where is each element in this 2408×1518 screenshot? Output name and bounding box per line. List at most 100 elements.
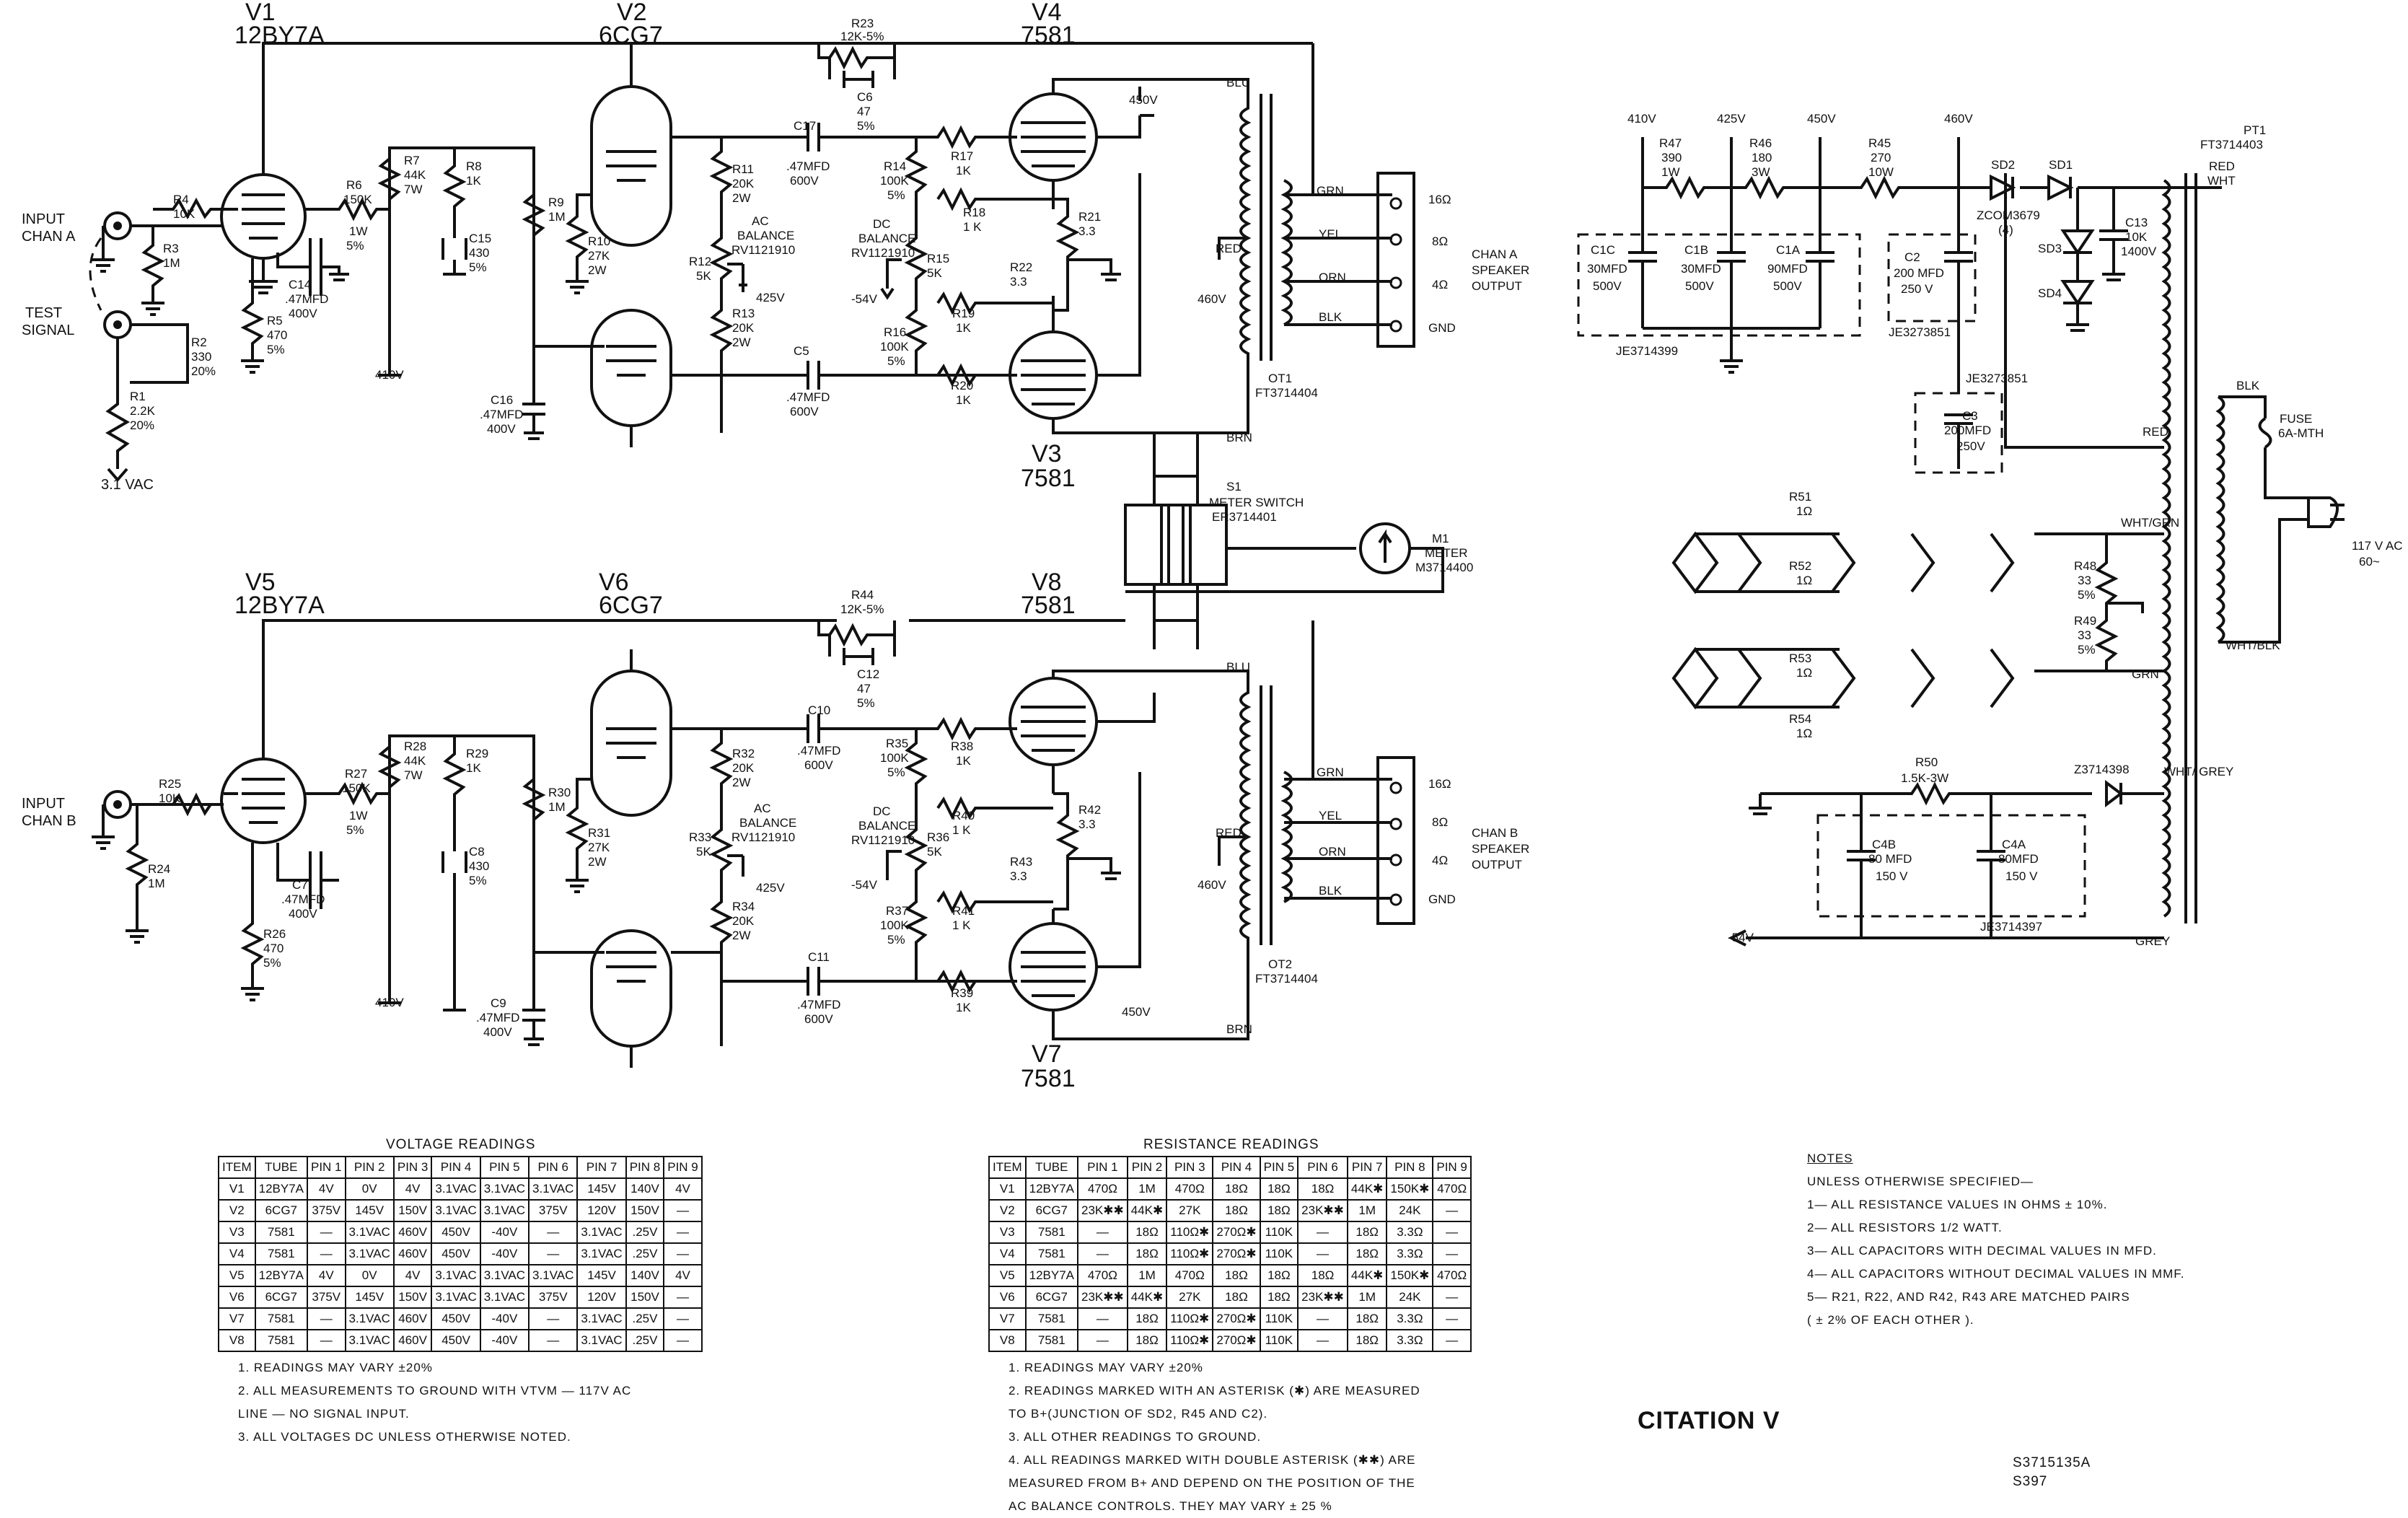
ot2-part: FT3714404 bbox=[1255, 972, 1318, 986]
spk-a-16: 16Ω bbox=[1428, 193, 1451, 206]
wire-yel-b: YEL bbox=[1319, 809, 1342, 822]
fuse-rating: 6A-MTH bbox=[2278, 426, 2324, 440]
r7-ref: R7 bbox=[404, 154, 420, 167]
tube-v4-type: 7581 bbox=[1021, 22, 1076, 49]
spk-b-16: 16Ω bbox=[1428, 777, 1451, 791]
volt-425-a: 425V bbox=[756, 291, 785, 304]
r1-tol: 20% bbox=[130, 418, 154, 432]
c10-volt: 600V bbox=[804, 758, 833, 772]
r37-ref: R37 bbox=[886, 904, 908, 918]
r4-value: 10K bbox=[173, 207, 195, 221]
voltage-table-header-cell: PIN 5 bbox=[479, 1156, 530, 1179]
r31-value: 27K bbox=[588, 841, 610, 854]
r23-ref: R23 bbox=[851, 17, 874, 30]
resistance-table-cell: — bbox=[1432, 1329, 1472, 1352]
r11-watt: 2W bbox=[732, 191, 751, 205]
doc-number-1: S3715135A bbox=[2013, 1455, 2091, 1470]
resistance-table-cell: — bbox=[1077, 1221, 1128, 1244]
r10-watt: 2W bbox=[588, 263, 607, 277]
r43-ref: R43 bbox=[1010, 855, 1032, 869]
resistance-table-cell: V2 bbox=[988, 1199, 1027, 1222]
ac-bal-b-3: RV1121910 bbox=[731, 830, 795, 844]
dc-bal-b-3: RV1121910 bbox=[851, 833, 915, 847]
r23-value: 12K-5% bbox=[840, 30, 884, 43]
resistance-table-cell: 1M bbox=[1126, 1177, 1168, 1201]
resistance-table-cell: 18Ω bbox=[1346, 1329, 1388, 1352]
spk-b-8: 8Ω bbox=[1432, 815, 1448, 829]
resistance-table-cell: 7581 bbox=[1024, 1242, 1079, 1265]
voltage-table-cell: — bbox=[663, 1221, 703, 1244]
c14-value: .47MFD bbox=[285, 292, 328, 306]
volt-neg54-ps: -54V bbox=[1728, 931, 1754, 944]
r14-ref: R14 bbox=[884, 159, 906, 173]
ac-bal-a-3: RV1121910 bbox=[731, 243, 795, 257]
voltage-table-cell: — bbox=[307, 1242, 346, 1265]
r19-value: 1K bbox=[956, 321, 971, 335]
spk-b-gnd: GND bbox=[1428, 892, 1456, 906]
voltage-table-cell: 4V bbox=[392, 1177, 433, 1201]
r51-value: 1Ω bbox=[1796, 504, 1812, 518]
resistance-table-cell: 7581 bbox=[1024, 1221, 1079, 1244]
r28-watt: 7W bbox=[404, 768, 423, 782]
voltage-table-cell: — bbox=[528, 1329, 579, 1352]
c14-volt: 400V bbox=[289, 307, 317, 320]
note-line: LINE — NO SIGNAL INPUT. bbox=[238, 1407, 410, 1421]
resistance-table-cell: 110Ω✱ bbox=[1166, 1221, 1214, 1244]
r43-value: 3.3 bbox=[1010, 869, 1027, 883]
c16-ref: C16 bbox=[491, 393, 513, 407]
c5-volt: 600V bbox=[790, 405, 819, 418]
mains-label: 117 V AC bbox=[2352, 539, 2403, 553]
z3714398-label: Z3714398 bbox=[2074, 763, 2130, 776]
voltage-table-cell: 450V bbox=[431, 1329, 481, 1352]
wire-blk-pt: BLK bbox=[2236, 379, 2260, 392]
voltage-table-cell: 145V bbox=[576, 1264, 627, 1287]
resistance-table-cell: 18Ω bbox=[1259, 1177, 1299, 1201]
voltage-table-header-cell: ITEM bbox=[218, 1156, 256, 1179]
tube-v7-type: 7581 bbox=[1021, 1065, 1076, 1092]
resistance-table-cell: — bbox=[1432, 1199, 1472, 1222]
sd2-label: SD2 bbox=[1991, 158, 2015, 172]
resistance-table-cell: V6 bbox=[988, 1286, 1027, 1309]
voltage-table-cell: 4V bbox=[307, 1177, 346, 1201]
notes-heading: NOTES bbox=[1807, 1151, 1853, 1165]
voltage-table-cell: 4V bbox=[307, 1264, 346, 1287]
voltage-table-cell: 3.1VAC bbox=[528, 1264, 579, 1287]
input-chan-a-label-2: CHAN A bbox=[22, 229, 76, 245]
tube-v1-type: 12BY7A bbox=[234, 22, 325, 49]
r53-ref: R53 bbox=[1789, 651, 1811, 665]
c12-value: 47 bbox=[857, 682, 871, 696]
voltage-table-cell: 12BY7A bbox=[254, 1264, 309, 1287]
c1b-volt: 500V bbox=[1685, 279, 1714, 293]
resistance-table-cell: — bbox=[1432, 1286, 1472, 1309]
r53-value: 1Ω bbox=[1796, 666, 1812, 680]
resistance-table-cell: 12BY7A bbox=[1024, 1177, 1079, 1201]
r35-tol: 5% bbox=[887, 765, 905, 779]
r5-tol: 5% bbox=[267, 343, 285, 356]
c12-tol: 5% bbox=[857, 696, 875, 710]
r10-value: 27K bbox=[588, 249, 610, 263]
volt-425-ps: 425V bbox=[1717, 112, 1746, 126]
voltage-table-cell: 150V bbox=[392, 1199, 433, 1222]
resistance-table-cell: 18Ω bbox=[1212, 1264, 1261, 1287]
sd3-label: SD3 bbox=[2038, 242, 2062, 255]
voltage-table-cell: — bbox=[663, 1242, 703, 1265]
c1b-value: 30MFD bbox=[1681, 262, 1721, 276]
c8-tol: 5% bbox=[469, 874, 487, 887]
r35-ref: R35 bbox=[886, 737, 908, 750]
r54-value: 1Ω bbox=[1796, 727, 1812, 740]
notes-lines: UNLESS OTHERWISE SPECIFIED—1— ALL RESIST… bbox=[1807, 1170, 2184, 1332]
voltage-table-cell: 460V bbox=[392, 1307, 433, 1330]
spk-b-label-1: CHAN B bbox=[1472, 826, 1518, 840]
pt1-ref: PT1 bbox=[2244, 123, 2266, 137]
resistance-table-cell: — bbox=[1297, 1329, 1348, 1352]
r9-ref: R9 bbox=[548, 196, 564, 209]
dc-bal-a-3: RV1121910 bbox=[851, 246, 915, 260]
wire-red-ps: RED bbox=[2143, 425, 2168, 439]
c3-value: 200MFD bbox=[1944, 424, 1991, 437]
c1c-value: 30MFD bbox=[1587, 262, 1627, 276]
voltage-table-cell: — bbox=[307, 1221, 346, 1244]
document-number: S3715135A S397 bbox=[2013, 1454, 2091, 1491]
je3714399-label: JE3714399 bbox=[1616, 344, 1678, 358]
r54-ref: R54 bbox=[1789, 712, 1811, 726]
